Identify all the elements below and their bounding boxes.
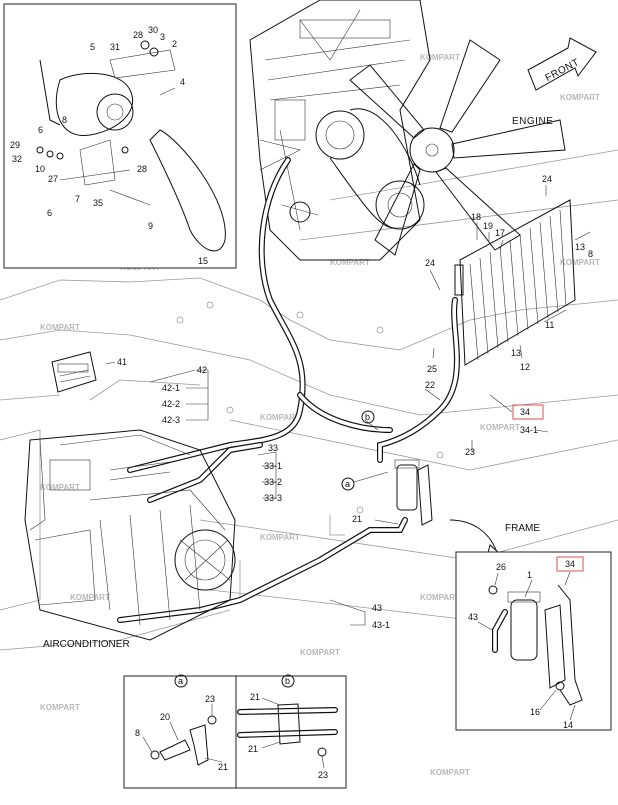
- callout: 8: [588, 249, 593, 259]
- callout: 8: [62, 115, 67, 125]
- callout: 21: [250, 692, 260, 702]
- callout-highlight: [512, 404, 544, 420]
- callout: 33-1: [264, 461, 282, 471]
- detail-b-inset: b 21 21 23: [235, 674, 347, 789]
- control-panel-41: [51, 351, 97, 393]
- callout: 6: [38, 125, 43, 135]
- watermark-text: KOMPART: [40, 323, 80, 332]
- callout: 23: [318, 770, 328, 780]
- callout: 19: [483, 221, 493, 231]
- callout: 25: [427, 364, 437, 374]
- callout: 23: [205, 694, 215, 704]
- callout: 9: [148, 221, 153, 231]
- callout: 22: [425, 380, 435, 390]
- callout: 43: [372, 603, 382, 613]
- callout: 5: [90, 42, 95, 52]
- detail-a-title: a: [178, 676, 183, 686]
- callout: 2: [172, 39, 177, 49]
- callout: 21: [218, 762, 228, 772]
- callout: 33: [268, 443, 278, 453]
- callout: 10: [35, 164, 45, 174]
- watermark-text: KOMPART: [260, 413, 300, 422]
- front-arrow: FRONT: [527, 37, 597, 91]
- watermark-text: KOMPART: [430, 768, 470, 777]
- callout: 17: [495, 228, 505, 238]
- detail-a-inset: a 23 20 8 21: [123, 674, 237, 789]
- detail-b-marker: b: [365, 412, 370, 422]
- callout: 30: [148, 25, 158, 35]
- callout: 33-3: [264, 493, 282, 503]
- callout: 42-2: [162, 399, 180, 409]
- machine-frame: [0, 149, 618, 651]
- callout: 7: [75, 194, 80, 204]
- callout: 32: [12, 154, 22, 164]
- callout: 20: [160, 712, 170, 722]
- callout: 35: [93, 198, 103, 208]
- watermark-text: KOMPART: [480, 423, 520, 432]
- main-callouts: 24 18 19 17 13 8 12 11 24 25 13 22 41 42…: [117, 174, 593, 630]
- callout: 42-1: [162, 383, 180, 393]
- callout: 27: [48, 174, 58, 184]
- watermark-text: KOMPART: [330, 258, 370, 267]
- callout: 18: [471, 212, 481, 222]
- callout: 21: [352, 514, 362, 524]
- condenser-11: [454, 199, 576, 366]
- callout: 15: [198, 256, 208, 266]
- callout-34: 34: [565, 559, 575, 569]
- airconditioner-label: AIRCONDITIONER: [43, 639, 130, 650]
- callout: 12: [520, 362, 530, 372]
- watermark-text: KOMPART: [420, 53, 460, 62]
- engine-fan: [349, 39, 566, 256]
- detail-a-marker: a: [345, 479, 350, 489]
- callout: 4: [180, 77, 185, 87]
- detail-markers: a b: [341, 410, 375, 491]
- callout: 34-1: [520, 425, 538, 435]
- callout: 11: [545, 320, 554, 330]
- frame-label: FRAME: [505, 523, 540, 534]
- callout: 43-1: [372, 620, 390, 630]
- callout: 24: [542, 174, 552, 184]
- callout: 6: [47, 208, 52, 218]
- callout: 43: [468, 612, 478, 622]
- callout: 28: [133, 30, 143, 40]
- callout: 42: [197, 365, 207, 375]
- refrigerant-hoses: [117, 157, 460, 623]
- callout: 31: [110, 42, 120, 52]
- watermark-text: KOMPART: [560, 93, 600, 102]
- callout: 8: [135, 728, 140, 738]
- callout: 24: [425, 258, 435, 268]
- watermark-text: KOMPART: [40, 483, 80, 492]
- callout: 21: [248, 744, 258, 754]
- callout-highlight: [556, 556, 584, 572]
- callout: 28: [137, 164, 147, 174]
- watermark-text: KOMPART: [70, 593, 110, 602]
- airconditioner-unit: [24, 429, 236, 641]
- callout: 14: [563, 720, 573, 730]
- callout: 33-2: [264, 477, 282, 487]
- callout: 13: [575, 242, 585, 252]
- watermark-text: KOMPART: [260, 533, 300, 542]
- callout: 1: [527, 570, 532, 580]
- callout: 23: [465, 447, 475, 457]
- callout: 26: [496, 562, 506, 572]
- engine-label: ENGINE: [512, 116, 553, 127]
- callout: 16: [530, 707, 540, 717]
- engine-assembly: [249, 0, 566, 261]
- detail-b-title: b: [285, 676, 290, 686]
- callout: 41: [117, 357, 127, 367]
- watermark-text: KOMPART: [420, 593, 460, 602]
- receiver-drier: [394, 459, 433, 526]
- callout: 3: [160, 32, 165, 42]
- watermark-text: KOMPART: [300, 648, 340, 657]
- callout-34: 34: [520, 407, 530, 417]
- watermark-text: KOMPART: [40, 703, 80, 712]
- leader-lines: [105, 185, 591, 626]
- watermark-text: KOMPART: [560, 258, 600, 267]
- callout: 29: [10, 140, 20, 150]
- callout: 13: [511, 348, 521, 358]
- frame-inset: FRAME 34 26 1 43 16 14: [449, 519, 612, 731]
- compressor-inset: 5 31 28 30 3 2 4 6 8 29 32 10 27 7 35 28…: [3, 3, 237, 269]
- callout: 42-3: [162, 415, 180, 425]
